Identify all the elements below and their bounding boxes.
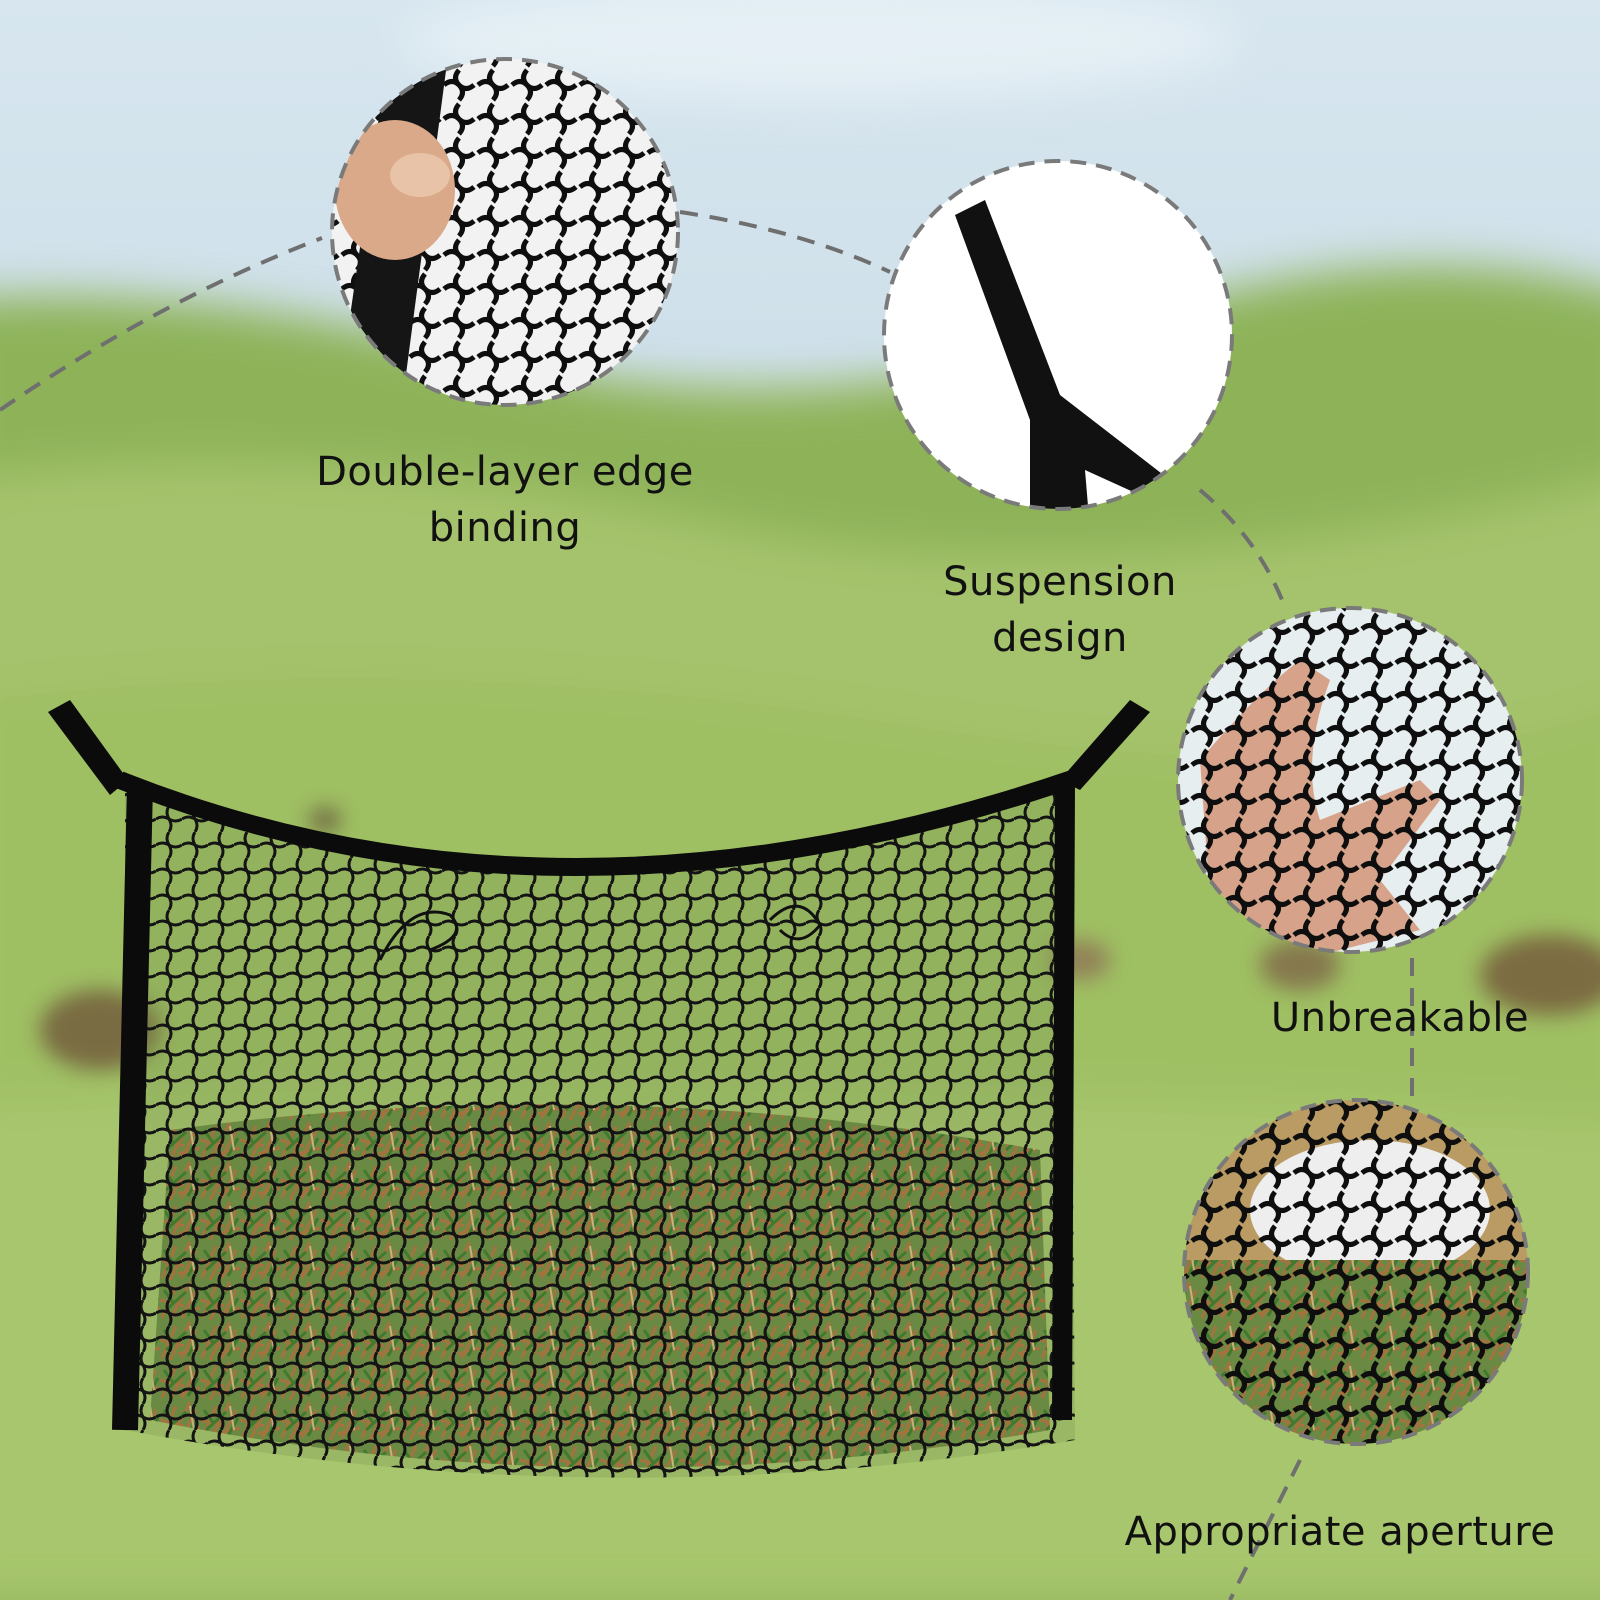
detail-circle-edge-binding <box>330 57 680 407</box>
callout-unbreakable-line1: Unbreakable <box>1270 995 1530 1041</box>
callout-aperture: Appropriate aperture <box>1090 1504 1590 1560</box>
callout-edge-binding: Double-layer edge binding <box>270 444 740 556</box>
dashed-connector <box>0 210 1415 1600</box>
detail-circle-suspension <box>882 159 1234 511</box>
callout-suspension-line1: Suspension <box>943 559 1177 605</box>
callout-unbreakable: Unbreakable <box>1220 990 1580 1046</box>
detail-circle-unbreakable <box>1176 606 1524 954</box>
detail-circle-aperture <box>1182 1098 1530 1446</box>
callout-edge-binding-line1: Double-layer edge <box>316 449 694 495</box>
hay-net-product <box>48 700 1150 1478</box>
callout-suspension: Suspension design <box>890 554 1230 666</box>
callout-suspension-line2: design <box>992 615 1128 661</box>
callout-edge-binding-line2: binding <box>428 505 582 551</box>
callout-aperture-line1: Appropriate aperture <box>1124 1509 1556 1555</box>
